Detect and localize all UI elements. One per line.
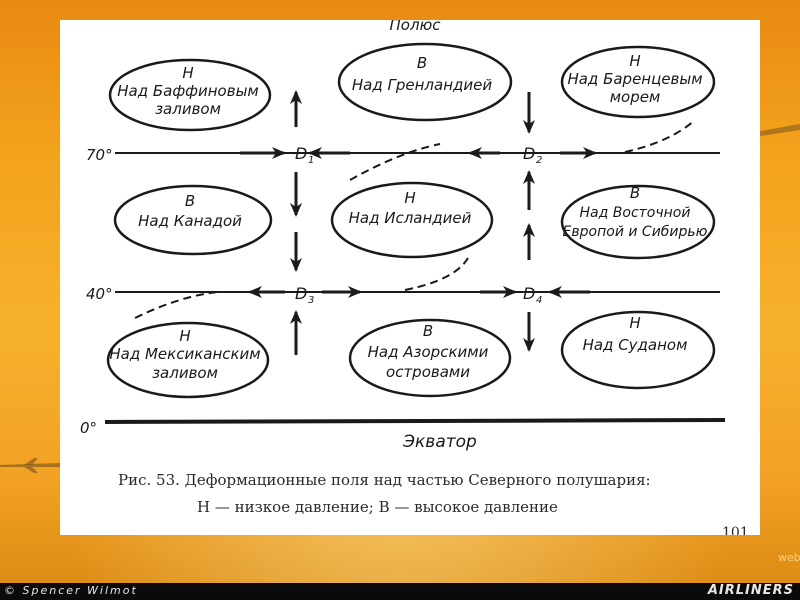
scanned-page: Полюс 70° 40° 0° Экватор D 1 D 2 D 3	[60, 20, 760, 535]
equator-line	[105, 420, 725, 422]
svg-text:D: D	[295, 284, 307, 303]
photo-credit: © Spencer Wilmot	[4, 584, 138, 597]
dilatation-axis-d1	[350, 144, 440, 180]
point-d4: D 4	[523, 284, 542, 306]
latitude-0-label: 0°	[80, 419, 97, 437]
svg-text:D: D	[523, 284, 535, 303]
cell-mexico: Н Над Мексиканским заливом	[108, 323, 268, 397]
cell-line-1: Над Азорскими	[368, 343, 489, 361]
cell-baffin: Н Над Баффиновым заливом	[110, 60, 270, 130]
cell-line-1: Над Гренландией	[352, 76, 492, 94]
cell-iceland: Н Над Исландией	[332, 183, 492, 257]
cell-line-1: Над Суданом	[583, 336, 688, 354]
svg-text:D: D	[295, 144, 307, 163]
cell-line-2: заливом	[155, 100, 221, 118]
deformation-fields-diagram: Полюс 70° 40° 0° Экватор D 1 D 2 D 3	[60, 20, 760, 535]
point-d1: D 1	[295, 144, 314, 166]
dilatation-axis-d2	[625, 120, 695, 152]
cell-line-2: морем	[610, 88, 661, 106]
svg-text:3: 3	[308, 295, 314, 306]
latitude-70-label: 70°	[86, 146, 113, 164]
dilatation-axis-d3	[135, 292, 218, 318]
page-number: 101	[722, 525, 749, 535]
cell-line-1: Над Баренцевым	[567, 70, 702, 88]
cell-canada: В Над Канадой	[115, 186, 271, 254]
svg-text:2: 2	[536, 155, 542, 166]
pressure-symbol: Н	[404, 189, 415, 207]
watermark-corner: web	[778, 551, 800, 564]
cell-line-1: Над Восточной	[580, 205, 691, 221]
point-d2: D 2	[523, 144, 542, 166]
equator-label: Экватор	[402, 432, 477, 452]
svg-text:D: D	[523, 144, 535, 163]
pressure-symbol: Н	[629, 52, 640, 70]
cell-greenland: В Над Гренландией	[339, 44, 511, 120]
svg-text:1: 1	[308, 155, 314, 166]
pressure-symbol: В	[185, 192, 195, 210]
pressure-symbol: В	[630, 184, 640, 202]
cell-barents: Н Над Баренцевым морем	[562, 47, 714, 117]
pressure-symbol: Н	[629, 314, 640, 332]
dilatation-axis-d4	[405, 258, 468, 290]
cell-line-1: Над Канадой	[138, 212, 242, 230]
cell-line-1: Над Мексиканским	[109, 345, 260, 363]
cell-line-1: Над Баффиновым	[117, 82, 258, 100]
cell-line-2: Европой и Сибирью	[563, 224, 708, 240]
figure-caption-title: Рис. 53. Деформационные поля над частью …	[118, 471, 651, 489]
cell-azores: В Над Азорскими островами	[350, 320, 510, 396]
cell-sudan: Н Над Суданом	[562, 312, 714, 388]
airplane-tail-icon	[755, 118, 800, 140]
pole-label: Полюс	[390, 20, 442, 34]
pressure-symbol: В	[417, 54, 427, 72]
latitude-40-label: 40°	[86, 285, 113, 303]
pressure-symbol: В	[423, 322, 433, 340]
svg-text:4: 4	[536, 295, 542, 306]
cell-europe: В Над Восточной Европой и Сибирью	[562, 184, 714, 258]
airliners-logo: AIRLINERS	[708, 583, 794, 598]
cell-line-1: Над Исландией	[349, 209, 472, 227]
cell-line-2: заливом	[152, 364, 218, 382]
pressure-symbol: Н	[182, 64, 193, 82]
figure-caption-legend: Н — низкое давление; В — высокое давлени…	[197, 498, 558, 516]
pressure-symbol: Н	[179, 327, 190, 345]
point-d3: D 3	[295, 284, 314, 306]
cell-line-2: островами	[386, 363, 470, 381]
